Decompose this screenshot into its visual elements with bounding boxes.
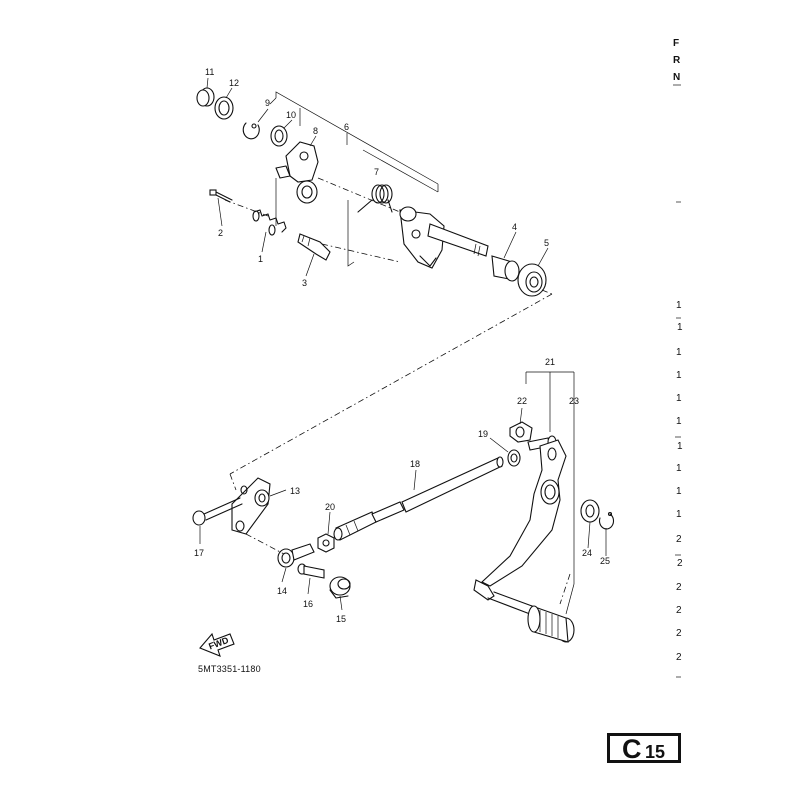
callout-13: 13 bbox=[290, 486, 300, 496]
fwd-arrow-icon: FWD bbox=[199, 632, 235, 657]
part-6-shift-shaft bbox=[399, 206, 489, 269]
part-16-bolt bbox=[297, 563, 325, 579]
callout-1: 1 bbox=[258, 254, 263, 264]
edge-text-12: 1 bbox=[676, 509, 682, 520]
part-8-shift-lever bbox=[275, 141, 319, 204]
part-7-spring bbox=[357, 184, 393, 213]
callout-17: 17 bbox=[194, 548, 204, 558]
callout-4: 4 bbox=[512, 222, 517, 232]
edge-text-11: 1 bbox=[676, 486, 682, 497]
edge-text-17: 2 bbox=[676, 628, 682, 639]
edge-text-13: 2 bbox=[676, 534, 682, 545]
callout-3: 3 bbox=[302, 278, 307, 288]
edge-text-3: 1 bbox=[676, 300, 682, 311]
part-2-bolt bbox=[209, 189, 233, 203]
part-3-stud bbox=[297, 233, 331, 261]
callout-labels: 11 12 9 10 8 6 7 2 1 3 4 5 21 22 23 19 1… bbox=[194, 67, 610, 624]
edge-text-0: F bbox=[673, 38, 679, 49]
callout-12: 12 bbox=[229, 78, 239, 88]
callout-8: 8 bbox=[313, 126, 318, 136]
part-22-bolt bbox=[509, 421, 533, 443]
part-14-joint bbox=[277, 543, 315, 568]
part-18-shift-rod bbox=[333, 456, 504, 541]
edge-text-6: 1 bbox=[676, 370, 682, 381]
callout-7: 7 bbox=[374, 167, 379, 177]
part-11-bush bbox=[196, 87, 215, 107]
part-9-circlip bbox=[242, 122, 260, 140]
edge-text-8: 1 bbox=[676, 416, 682, 427]
page-section-letter: C bbox=[622, 734, 642, 764]
right-edge-cutoff-text: F R N 1 1 1 1 1 1 1 1 1 1 2 2 2 2 2 2 bbox=[673, 38, 683, 678]
page-number: 15 bbox=[645, 742, 666, 762]
group-bracket-21 bbox=[525, 371, 575, 615]
group-bracket-6-7 bbox=[269, 91, 439, 267]
edge-text-16: 2 bbox=[676, 605, 682, 616]
figure-code: 5MT3351-1180 bbox=[198, 664, 261, 674]
callout-2: 2 bbox=[218, 228, 223, 238]
callout-20: 20 bbox=[325, 502, 335, 512]
part-20-nut bbox=[317, 533, 335, 553]
callout-5: 5 bbox=[544, 238, 549, 248]
page-number-box: C 15 bbox=[607, 733, 681, 764]
edge-text-7: 1 bbox=[676, 393, 682, 404]
part-25-circlip bbox=[598, 511, 615, 530]
part-19-collar bbox=[507, 449, 521, 467]
edge-text-10: 1 bbox=[676, 463, 682, 474]
edge-text-9: 1 bbox=[677, 441, 683, 452]
callout-18: 18 bbox=[410, 459, 420, 469]
callout-6: 6 bbox=[344, 122, 349, 132]
part-17-bolt bbox=[192, 497, 243, 526]
part-12-washer bbox=[214, 96, 234, 120]
edge-text-14: 2 bbox=[677, 558, 683, 569]
callout-11: 11 bbox=[205, 67, 214, 77]
edge-text-15: 2 bbox=[676, 582, 682, 593]
edge-text-2: N bbox=[673, 72, 680, 83]
part-4-collar bbox=[491, 255, 520, 282]
callout-10: 10 bbox=[286, 110, 296, 120]
edge-text-18: 2 bbox=[676, 652, 682, 663]
edge-text-4: 1 bbox=[677, 322, 683, 333]
callout-22: 22 bbox=[517, 396, 527, 406]
callout-19: 19 bbox=[478, 429, 488, 439]
part-23-shift-pedal bbox=[473, 439, 567, 615]
callout-15: 15 bbox=[336, 614, 346, 624]
callout-14: 14 bbox=[277, 586, 287, 596]
callout-21: 21 bbox=[545, 357, 555, 367]
edge-text-5: 1 bbox=[676, 347, 682, 358]
part-shift-pedal-rubber bbox=[527, 605, 575, 643]
part-15-cap bbox=[329, 576, 351, 599]
part-13-lever bbox=[231, 477, 271, 535]
callout-25: 25 bbox=[600, 556, 610, 566]
part-5-oil-seal bbox=[517, 263, 547, 297]
edge-text-1: R bbox=[673, 55, 681, 66]
part-24-washer bbox=[580, 499, 600, 523]
callout-23: 23 bbox=[569, 396, 579, 406]
part-10-washer bbox=[270, 125, 288, 147]
callout-24: 24 bbox=[582, 548, 592, 558]
part-1-spring bbox=[252, 209, 287, 236]
callout-16: 16 bbox=[303, 599, 313, 609]
leader-lines bbox=[199, 77, 607, 611]
callout-9: 9 bbox=[265, 98, 270, 108]
